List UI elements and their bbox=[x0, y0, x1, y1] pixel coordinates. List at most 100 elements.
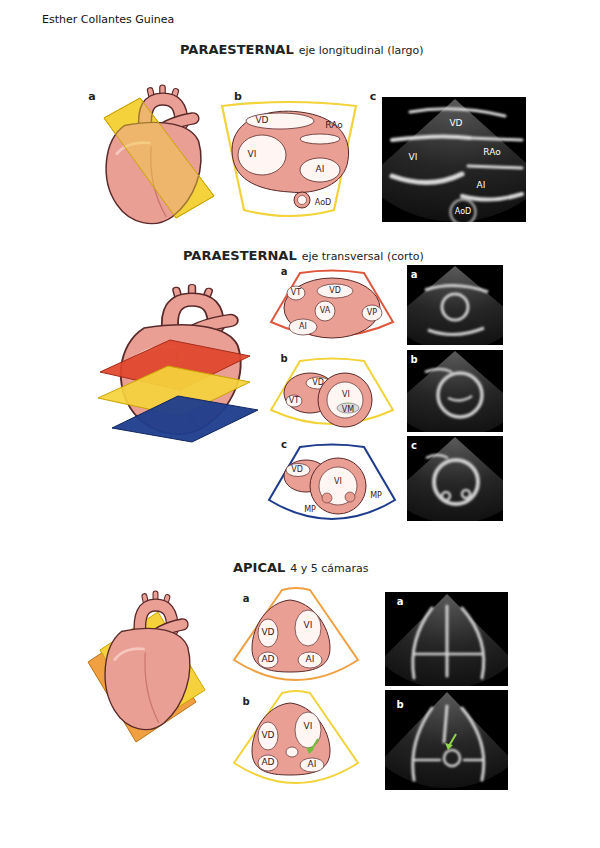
section-heading: PARAESTERNAL bbox=[183, 249, 297, 263]
echo-schematic bbox=[287, 286, 305, 300]
echo-schematic bbox=[258, 619, 278, 647]
echo-image bbox=[438, 373, 482, 417]
echo-schematic bbox=[258, 652, 278, 668]
section-heading: PARAESTERNAL bbox=[180, 43, 294, 57]
echo-schematic bbox=[258, 722, 278, 750]
echo-image bbox=[462, 608, 484, 678]
panel-letter: c bbox=[411, 440, 417, 451]
panel-letter: c bbox=[281, 439, 287, 450]
chamber-label: AD bbox=[261, 758, 274, 768]
echo-schematic bbox=[269, 445, 395, 520]
echo-schematic bbox=[310, 458, 366, 514]
echo-schematic bbox=[300, 134, 340, 144]
chamber-label: VD bbox=[291, 466, 303, 475]
chamber-label: VD bbox=[312, 379, 324, 388]
echo-image bbox=[413, 708, 432, 780]
echo-image bbox=[414, 653, 482, 656]
echo-image bbox=[413, 606, 484, 678]
panel-letter: b bbox=[280, 353, 287, 364]
echo-image bbox=[462, 490, 470, 498]
echo-image bbox=[392, 174, 462, 183]
chamber-label: VM bbox=[342, 406, 354, 415]
echo-schematic bbox=[286, 464, 310, 477]
echo-image bbox=[385, 592, 508, 686]
echo-schematic bbox=[222, 102, 356, 216]
echo-schematic bbox=[319, 467, 357, 505]
echo-image bbox=[410, 109, 505, 116]
echo-schematic bbox=[315, 301, 335, 321]
panel-letter: a bbox=[281, 266, 288, 277]
pointer-arrow bbox=[306, 747, 314, 754]
panel-letter: b bbox=[242, 696, 249, 707]
echo-label: VI bbox=[409, 153, 418, 163]
chamber-label: AD bbox=[261, 655, 274, 665]
echo-schematic bbox=[295, 712, 321, 748]
chamber-label: VI bbox=[304, 722, 313, 732]
echo-image bbox=[392, 136, 470, 140]
echo-schematic bbox=[238, 135, 286, 175]
chamber-label: VD bbox=[261, 731, 274, 741]
heart-illustration bbox=[88, 594, 205, 742]
chamber-label: VT bbox=[291, 289, 301, 298]
echo-schematic bbox=[269, 445, 395, 520]
chamber-label: VD bbox=[329, 287, 341, 296]
echo-image bbox=[468, 166, 522, 168]
panel-letter: a bbox=[243, 593, 250, 604]
echo-schematic bbox=[234, 588, 358, 680]
echo-schematic bbox=[322, 493, 332, 503]
echo-schematic bbox=[234, 691, 358, 783]
echo-schematic bbox=[246, 113, 314, 129]
panel-letter: b bbox=[396, 699, 403, 710]
chamber-label: RAo bbox=[325, 121, 342, 131]
chamber-label: AI bbox=[308, 760, 317, 770]
heart-illustration bbox=[112, 396, 258, 442]
echo-schematic bbox=[286, 747, 298, 757]
echo-image bbox=[444, 706, 447, 742]
echo-image bbox=[392, 109, 522, 222]
echo-image bbox=[413, 608, 432, 678]
echo-image bbox=[414, 759, 482, 762]
echo-image bbox=[448, 396, 472, 401]
chamber-label: AI bbox=[299, 323, 307, 332]
echo-schematic bbox=[317, 284, 353, 298]
panel-letter: a bbox=[397, 596, 404, 607]
panel-letter: b bbox=[410, 354, 417, 365]
echo-schematic bbox=[286, 395, 302, 407]
heart-illustration bbox=[105, 594, 190, 730]
echo-image bbox=[407, 351, 503, 432]
echo-image bbox=[425, 369, 482, 417]
echo-image bbox=[444, 750, 460, 766]
echo-image bbox=[385, 690, 508, 790]
echo-schematic bbox=[222, 102, 356, 216]
panel-letter: b bbox=[234, 91, 242, 103]
echo-schematic bbox=[318, 373, 372, 427]
echo-image bbox=[407, 350, 503, 432]
echo-image bbox=[385, 594, 508, 686]
echo-schematic bbox=[295, 610, 321, 646]
echo-label: RAo bbox=[483, 148, 500, 158]
author-name: Esther Collantes Guinea bbox=[42, 14, 174, 26]
echo-schematic bbox=[298, 196, 307, 205]
chamber-label: VP bbox=[367, 309, 377, 318]
section-subheading: eje transversal (corto) bbox=[302, 251, 424, 263]
echo-image bbox=[470, 138, 522, 140]
chamber-label: VD bbox=[261, 628, 274, 638]
echo-schematic bbox=[327, 382, 363, 418]
panel-letter: c bbox=[370, 91, 377, 103]
chamber-label: MP bbox=[304, 506, 316, 515]
echo-image bbox=[434, 460, 478, 504]
echo-schematic bbox=[271, 359, 393, 428]
echo-image bbox=[442, 294, 468, 320]
echo-schematic bbox=[258, 755, 278, 771]
echo-schematic bbox=[252, 703, 330, 775]
echo-label: VD bbox=[449, 119, 462, 129]
chamber-label: VI bbox=[248, 150, 257, 160]
echo-image bbox=[425, 285, 488, 334]
echo-image bbox=[446, 606, 449, 676]
echo-schematic bbox=[232, 111, 349, 192]
echo-schematic bbox=[300, 158, 340, 182]
echo-image bbox=[413, 706, 484, 780]
chamber-label: AI bbox=[316, 165, 325, 175]
